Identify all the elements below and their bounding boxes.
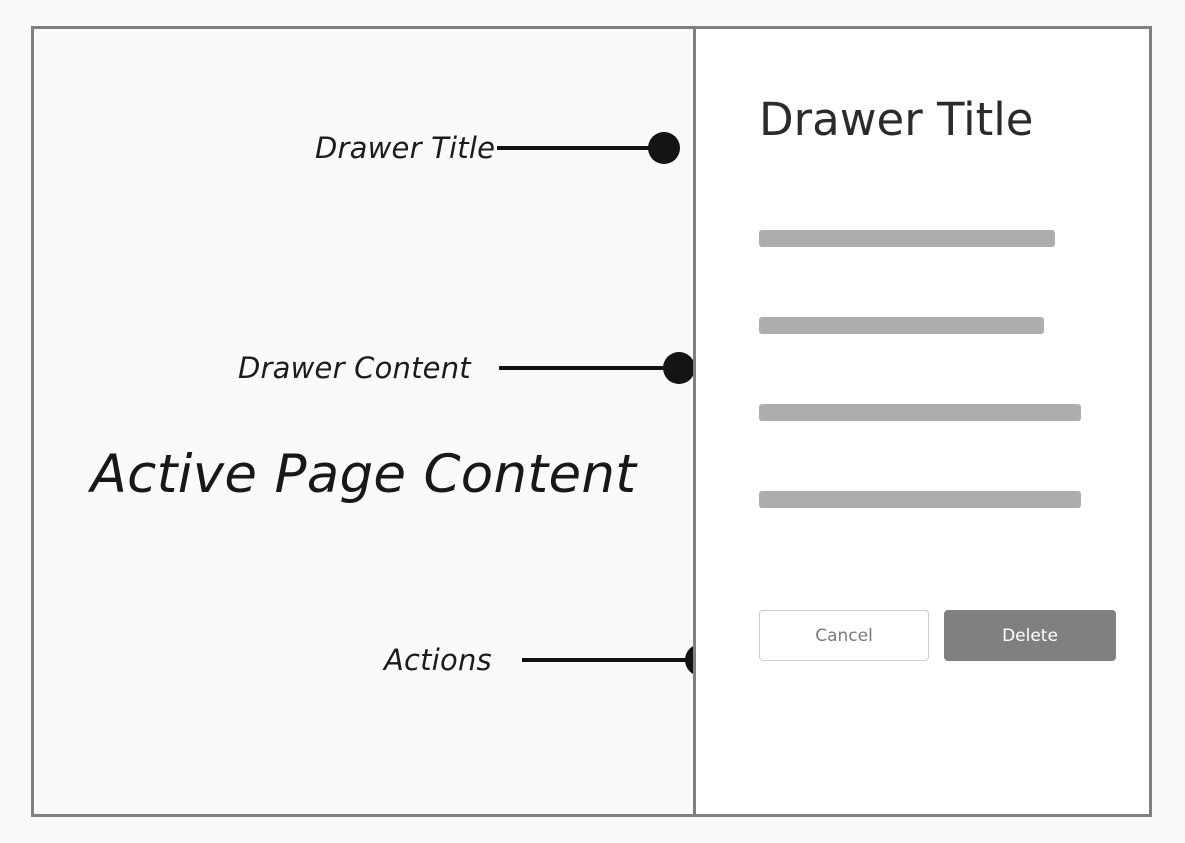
annotation-drawer-title: Drawer Title [315,128,681,168]
annotation-actions: Actions [384,640,693,680]
leader-dot-icon [662,352,693,384]
wireframe-frame: Drawer Title Drawer Content Actions Acti… [31,26,1152,817]
leader-line [521,658,687,662]
leader-dot-icon [648,132,681,164]
skeleton-bar [759,404,1081,421]
drawer-divider [693,29,696,814]
skeleton-bar [759,230,1055,247]
active-page-content-label: Active Page Content [90,444,637,505]
annotation-label-drawer-title: Drawer Title [315,130,496,165]
leader-line [497,146,651,150]
drawer-actions: Cancel Delete [759,610,1116,661]
skeleton-bar [759,317,1044,334]
drawer-title: Drawer Title [759,93,1034,146]
delete-button[interactable]: Delete [944,610,1116,661]
annotation-label-drawer-content: Drawer Content [238,350,471,385]
drawer-panel: Drawer Title Cancel Delete [696,29,1149,814]
active-page-panel: Drawer Title Drawer Content Actions Acti… [34,29,693,814]
cancel-button[interactable]: Cancel [759,610,929,661]
leader-dot-icon [684,644,693,676]
skeleton-bar [759,491,1081,508]
annotation-drawer-content: Drawer Content [238,348,693,388]
leader-line [498,366,665,370]
annotation-label-actions: Actions [384,642,492,677]
